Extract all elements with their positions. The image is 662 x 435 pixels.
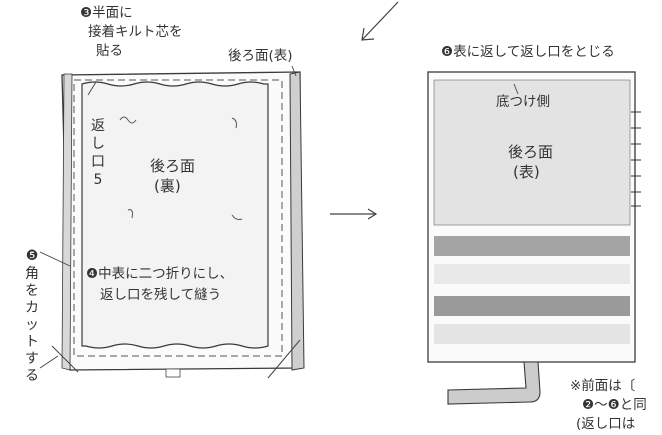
opening-note-1: 返	[91, 118, 105, 134]
process-arrow	[330, 208, 378, 220]
opening-note-3: 口	[91, 154, 105, 170]
corner-cut-right	[267, 339, 301, 379]
step5-char-8: る	[25, 368, 39, 384]
stripe-4	[434, 324, 630, 344]
step5-char-2: 角	[25, 266, 39, 282]
step3-line2: 接着キルト芯を	[88, 24, 183, 40]
note-line2: ❷〜❻と同	[582, 397, 647, 413]
corner-cut-left	[51, 345, 79, 373]
step5-char-7: す	[25, 351, 39, 367]
step4-line1: ❹中表に二つ折りにし、	[86, 266, 234, 282]
seam-dashed-line	[73, 79, 283, 357]
stripe-3	[434, 296, 630, 316]
left-center-label-2: (裏)	[154, 177, 181, 195]
stripe-2	[434, 264, 630, 284]
right-center-label-1: 後ろ面	[508, 143, 554, 161]
bottom-attach-label: 底つけ側	[496, 94, 550, 110]
closing-stitches	[631, 104, 641, 210]
left-back-panel	[39, 65, 305, 379]
step5-char-5: ッ	[25, 317, 39, 333]
interfacing-area	[81, 81, 269, 349]
step6-label: ❻表に返して返し口をとじる	[441, 44, 615, 60]
step3-line3: 貼る	[96, 43, 123, 59]
step5-char-1: ❺	[25, 248, 39, 264]
note-line3: (返し口は	[576, 416, 636, 432]
opening-note-2: し	[91, 136, 105, 152]
back-outer-label: 後ろ面(表)	[228, 48, 293, 64]
strap	[447, 361, 541, 405]
left-center-label-1: 後ろ面	[150, 157, 196, 175]
note-line1: ※前面は〔	[570, 378, 636, 394]
step5-char-6: ト	[25, 334, 39, 350]
step3-line1: ❸半面に	[80, 5, 133, 21]
right-center-label-2: (表)	[513, 163, 540, 181]
right-finished-panel	[427, 71, 641, 405]
stripe-1	[434, 236, 630, 256]
quilt-squiggles	[119, 116, 243, 220]
top-pointer-arrow	[361, 1, 399, 41]
step4-line2: 返し口を残して縫う	[100, 287, 222, 303]
step5-char-3: を	[25, 283, 39, 299]
fabric-top-area	[433, 79, 631, 226]
opening-note-4: 5	[93, 172, 103, 188]
step5-char-4: カ	[25, 300, 39, 316]
